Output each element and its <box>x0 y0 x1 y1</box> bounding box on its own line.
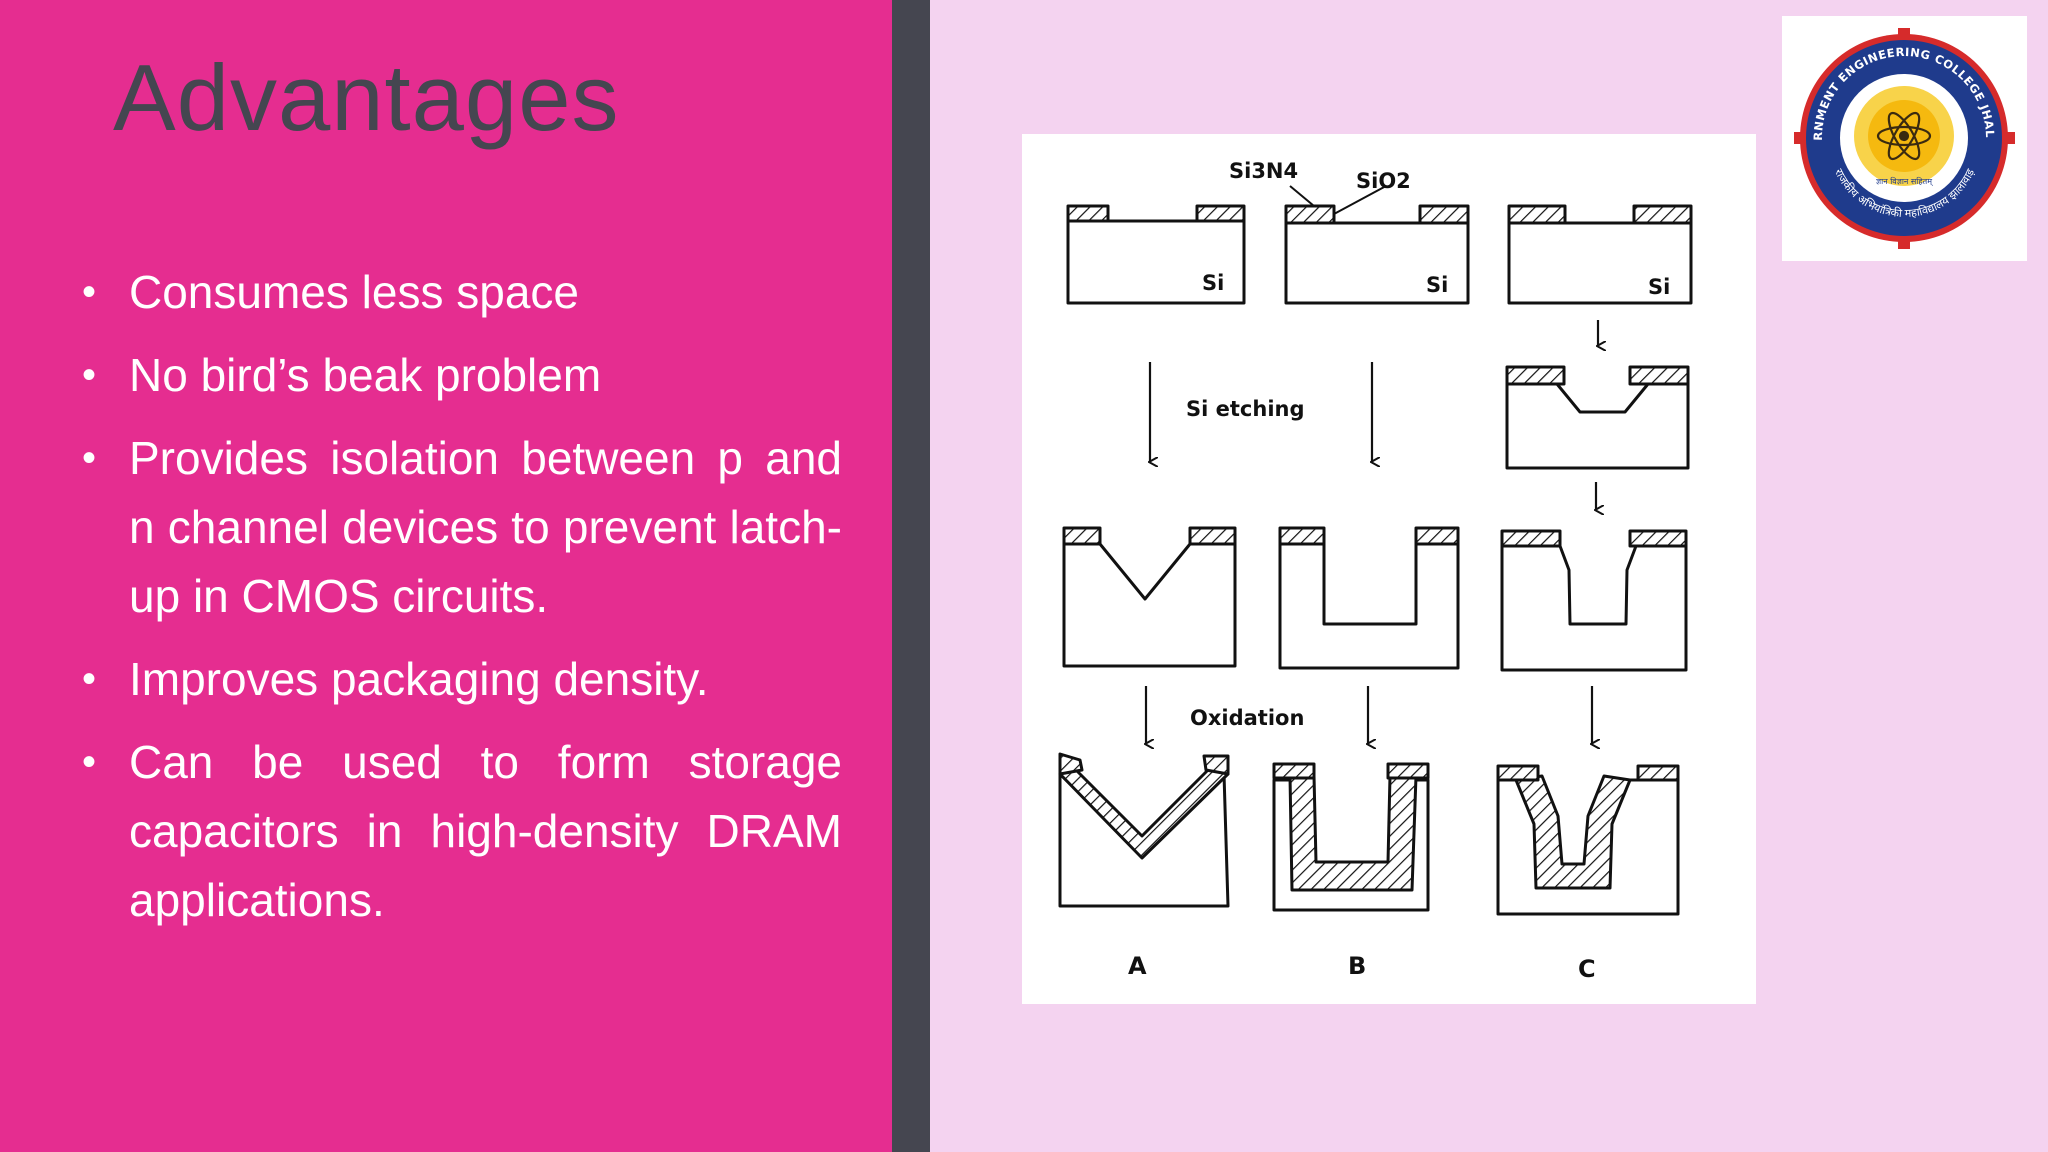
college-emblem-icon: GOVERNMENT ENGINEERING COLLEGE JHALAWAR … <box>1782 16 2015 249</box>
oxide-liner <box>1514 774 1632 890</box>
atom-icon <box>1876 111 1932 161</box>
substrate-c-shallow <box>1505 382 1690 470</box>
label-sio2: SiO2 <box>1356 169 1411 193</box>
nitride-pad <box>1507 204 1567 225</box>
nitride-pad <box>1500 529 1562 548</box>
nitride-pad <box>1505 365 1566 386</box>
label-column-c: C <box>1578 955 1596 983</box>
bullet-dot-icon: • <box>82 436 97 480</box>
label-oxidation: Oxidation <box>1190 706 1304 730</box>
nitride-pad <box>1278 526 1326 546</box>
nitride-pad <box>1628 529 1688 548</box>
left-panel: Advantages •Consumes less space •No bird… <box>0 0 892 1152</box>
substrate-c1 <box>1507 221 1693 305</box>
label-column-b: B <box>1348 952 1366 980</box>
bullet-dot-icon: • <box>82 740 97 784</box>
substrate-b-trench <box>1278 542 1460 670</box>
nitride-pad <box>1062 526 1102 546</box>
college-logo: GOVERNMENT ENGINEERING COLLEGE JHALAWAR … <box>1782 16 2027 261</box>
bullet-item: •Can be used to form storage capacitors … <box>82 728 842 935</box>
slide-title: Advantages <box>113 45 620 150</box>
logo-motto: ज्ञान विज्ञान सहितम् <box>1876 176 1934 187</box>
label-si: Si <box>1426 273 1448 297</box>
trench-isolation-diagram: Si3N4 SiO2 Si Si Si Si etching Oxidation… <box>1022 134 1756 1004</box>
bullet-list: •Consumes less space •No bird’s beak pro… <box>82 258 842 949</box>
nitride-pad <box>1066 204 1110 223</box>
nitride-pad <box>1414 526 1460 546</box>
divider-bar <box>892 0 930 1152</box>
substrate-a-vgroove <box>1062 542 1237 668</box>
bullet-dot-icon: • <box>82 657 97 701</box>
bullet-dot-icon: • <box>82 353 97 397</box>
label-si-etching: Si etching <box>1186 397 1305 421</box>
label-si3n4: Si3N4 <box>1229 159 1298 183</box>
nitride-pad <box>1195 204 1246 223</box>
oxide-liner <box>1288 774 1418 892</box>
bullet-item: •Improves packaging density. <box>82 645 842 714</box>
nitride-pad <box>1632 204 1693 225</box>
nitride-pad <box>1284 204 1336 225</box>
substrate-c-trench <box>1500 544 1688 672</box>
trench-diagram-svg: Si3N4 SiO2 Si Si Si Si etching Oxidation… <box>1058 159 1693 983</box>
substrate-a1 <box>1066 219 1246 305</box>
bullet-item: •Consumes less space <box>82 258 842 327</box>
label-si: Si <box>1202 271 1224 295</box>
nitride-pad <box>1418 204 1470 225</box>
bullet-dot-icon: • <box>82 270 97 314</box>
bullet-item: •Provides isolation between p and n chan… <box>82 424 842 631</box>
substrate-b1 <box>1284 221 1470 305</box>
nitride-pad <box>1628 365 1690 386</box>
label-column-a: A <box>1128 952 1147 980</box>
label-si: Si <box>1648 275 1670 299</box>
bullet-item: •No bird’s beak problem <box>82 341 842 410</box>
nitride-pad <box>1188 526 1237 546</box>
